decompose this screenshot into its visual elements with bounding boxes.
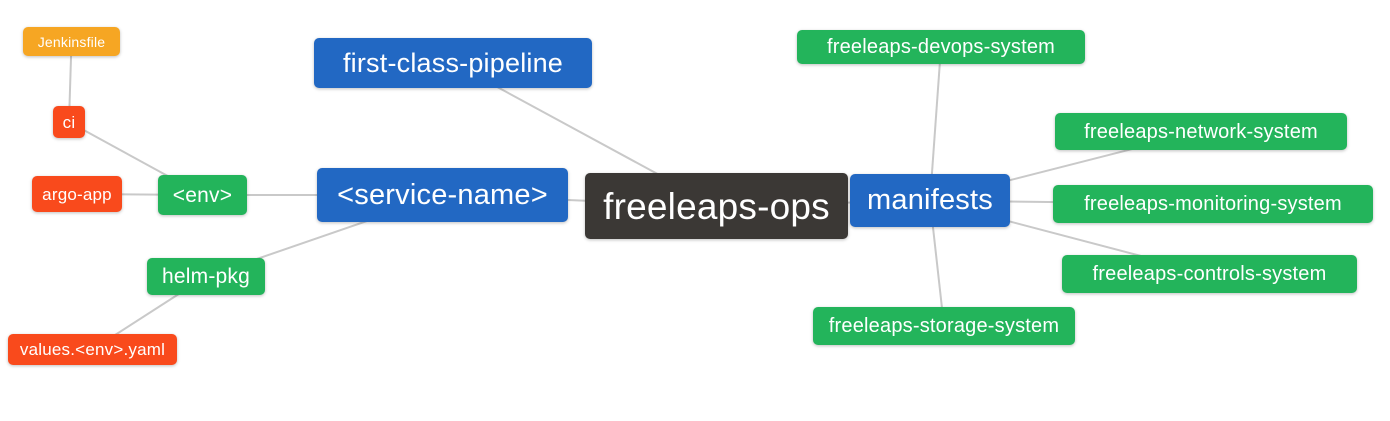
node-values-env-yaml[interactable]: values.<env>.yaml [8,334,177,365]
node-service-name[interactable]: <service-name> [317,168,568,222]
node-freeleaps-ops[interactable]: freeleaps-ops [585,173,848,239]
node-jenkinsfile[interactable]: Jenkinsfile [23,27,120,56]
node-freeleaps-network-system[interactable]: freeleaps-network-system [1055,113,1347,150]
node-ci[interactable]: ci [53,106,85,138]
node-argo-app[interactable]: argo-app [32,176,122,212]
node-helm-pkg[interactable]: helm-pkg [147,258,265,295]
node-freeleaps-devops-system[interactable]: freeleaps-devops-system [797,30,1085,64]
node-freeleaps-controls-system[interactable]: freeleaps-controls-system [1062,255,1357,293]
node-env[interactable]: <env> [158,175,247,215]
node-freeleaps-monitoring-system[interactable]: freeleaps-monitoring-system [1053,185,1373,223]
node-manifests[interactable]: manifests [850,174,1010,227]
node-freeleaps-storage-system[interactable]: freeleaps-storage-system [813,307,1075,345]
node-first-class-pipeline[interactable]: first-class-pipeline [314,38,592,88]
